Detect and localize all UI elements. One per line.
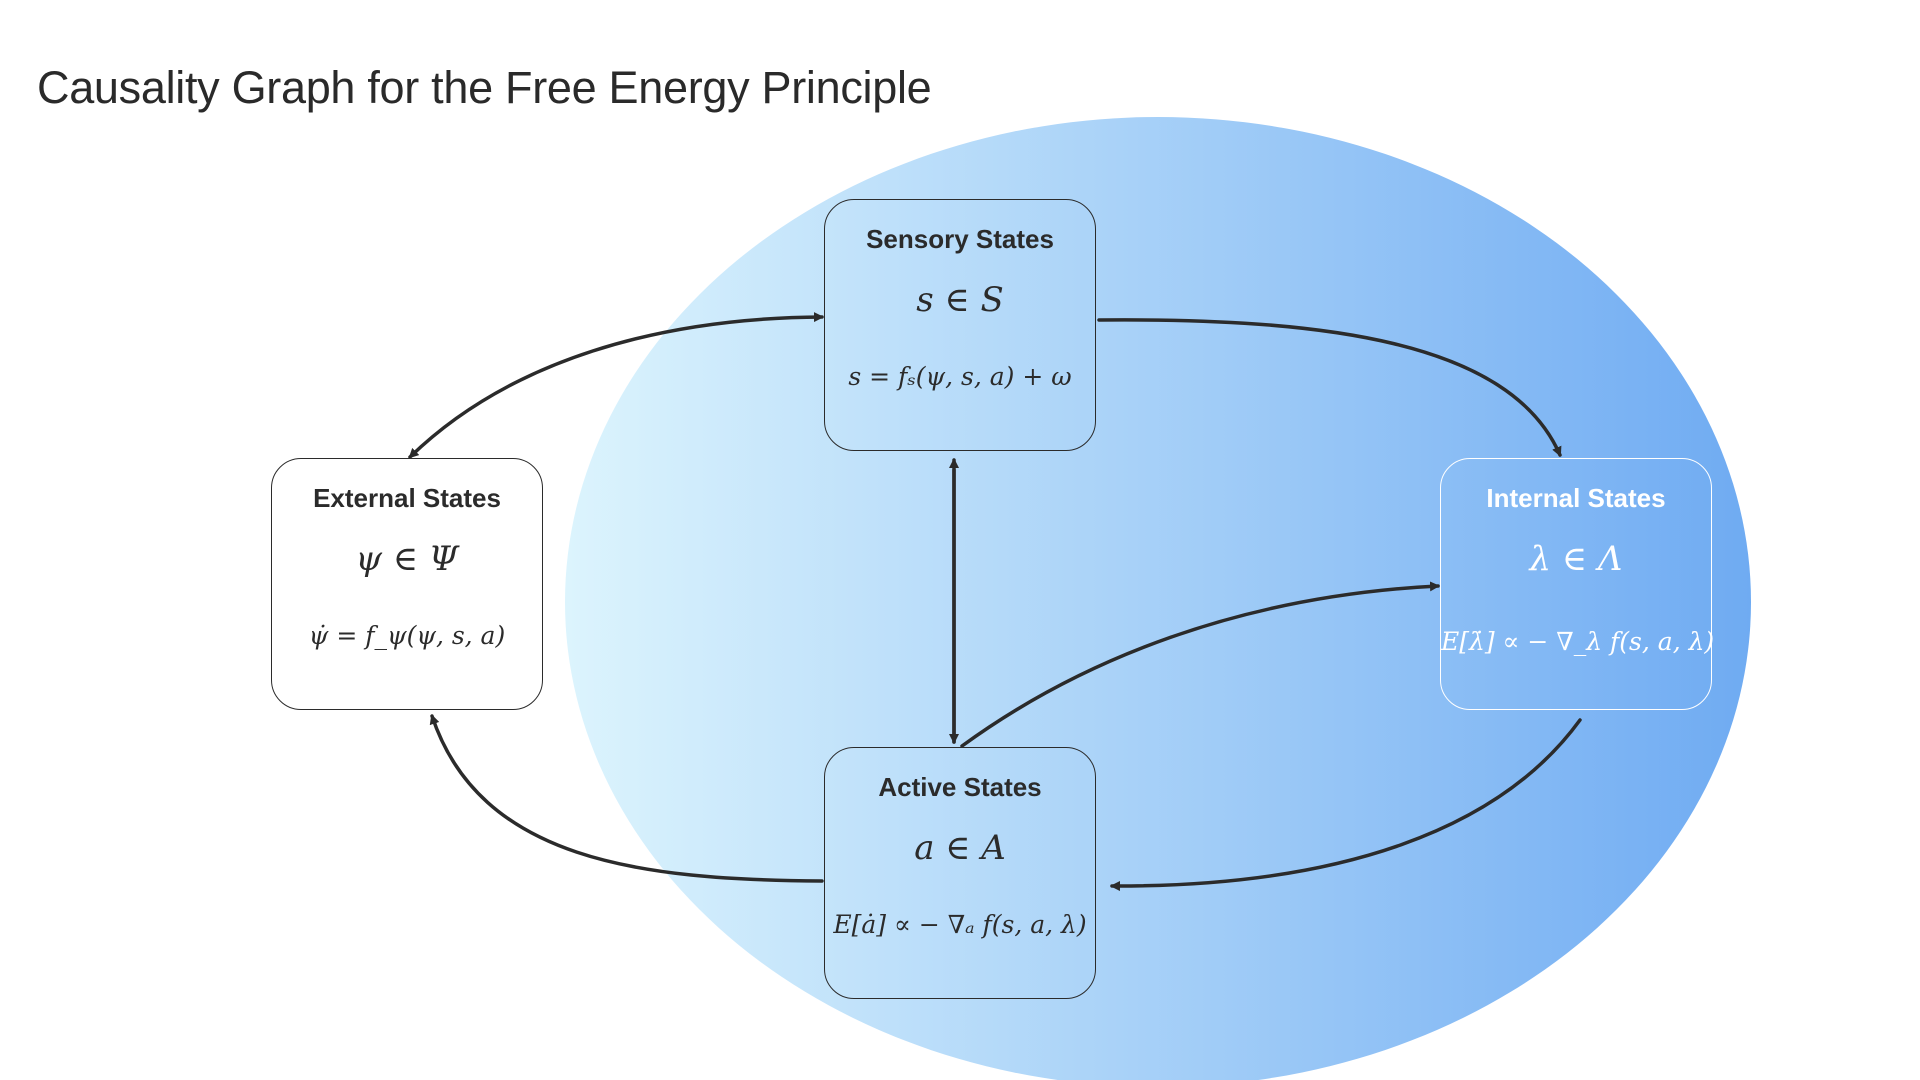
edge-external-sensory [408, 312, 824, 459]
edge-active-external [429, 714, 824, 883]
node-equation: s = fₛ(ψ, s, a) + ω [848, 362, 1072, 391]
page-title: Causality Graph for the Free Energy Prin… [37, 62, 932, 113]
edge-active-internal [960, 581, 1440, 748]
edge-internal-active [1110, 718, 1582, 892]
node-equation: ψ̇ = f_ψ(ψ, s, a) [308, 621, 506, 650]
node-active-states[interactable]: Active States a ∈ A E[ȧ] ∝ − ∇ₐ f(s, a, … [824, 747, 1096, 999]
node-set: a ∈ A [914, 828, 1006, 868]
node-title: External States [313, 483, 501, 513]
node-set: λ ∈ Λ [1529, 539, 1623, 579]
node-title: Internal States [1486, 483, 1666, 513]
markov-blanket-ellipse [565, 117, 1751, 1080]
node-external-states[interactable]: External States ψ ∈ Ψ ψ̇ = f_ψ(ψ, s, a) [271, 458, 543, 710]
node-set: ψ ∈ Ψ [355, 539, 459, 579]
node-internal-states[interactable]: Internal States λ ∈ Λ E[λ̇] ∝ − ∇_λ f(s,… [1440, 458, 1715, 710]
node-set: s ∈ S [916, 280, 1004, 320]
node-title: Sensory States [866, 224, 1054, 254]
node-sensory-states[interactable]: Sensory States s ∈ S s = fₛ(ψ, s, a) + ω [824, 199, 1096, 451]
node-equation: E[ȧ] ∝ − ∇ₐ f(s, a, λ) [833, 910, 1087, 939]
node-equation: E[λ̇] ∝ − ∇_λ f(s, a, λ) [1441, 627, 1715, 656]
edge-sensory-internal [1097, 318, 1562, 457]
node-title: Active States [878, 772, 1042, 802]
